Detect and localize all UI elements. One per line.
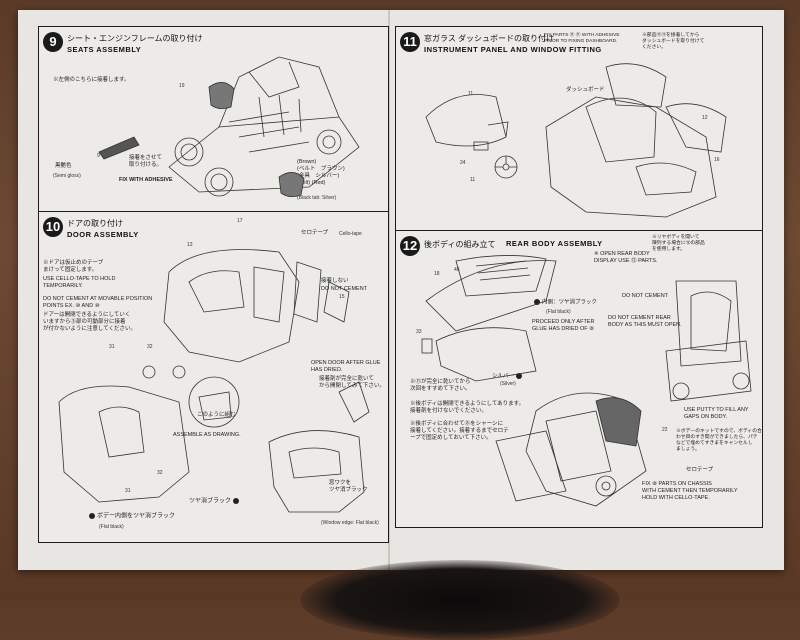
step-10-open-door-en: OPEN DOOR AFTER GLUE HAS DRIED.	[311, 360, 381, 373]
step-12-putty-en: USE PUTTY TO FILL ANY GAPS ON BODY.	[684, 407, 749, 420]
step-11-title-en: INSTRUMENT PANEL AND WINDOW FITTING	[424, 45, 602, 54]
part-number: 9	[97, 153, 100, 159]
color-callout-icon	[89, 513, 95, 519]
step-12-open-rear-en: ※ OPEN REAR BODY DISPLAY USE ⑫ PARTS.	[594, 251, 658, 264]
part-number: 13	[187, 242, 193, 248]
step-9-title-en: SEATS ASSEMBLY	[67, 45, 142, 54]
part-number: 15	[339, 294, 345, 300]
step-11-dashboard-jp: ダッシュボード	[566, 87, 605, 93]
part-number: 32	[147, 344, 153, 350]
step-10-left-jp: ※ドアは仮止めのテープ まけって固定します。	[43, 260, 104, 273]
step-10-open-door-jp: 接着剤が完全に乾いて から開閉してみて下さい。	[319, 376, 385, 389]
step-10-as-drawing-en: ASSEMBLE AS DRAWING.	[173, 432, 241, 438]
step-12-title-jp: 後ボディの組み立て	[424, 240, 496, 249]
part-number: 18	[434, 271, 440, 277]
step-9-panel: 9 シート・エンジンフレームの取り付け SEATS ASSEMBLY ※左側のこ…	[38, 26, 389, 213]
step-10-as-drawing-jp: このように組む	[197, 412, 236, 418]
dashboard-drawing	[425, 63, 727, 218]
part-number: 32	[157, 470, 163, 476]
step-9-note-top: ※左側のこちらに接着します。	[53, 77, 130, 83]
step-10-right-en: DO NOT CEMENT	[321, 286, 368, 292]
door-drawing	[58, 249, 370, 513]
step-12-putty-jp: ※ボデーのキットですので、ボディの合 わせ目のすき間ができましたら、パテ などで…	[676, 429, 762, 452]
step-11-fix-parts-jp: ※部品⑪⑪を接着してから ダッシュボードを取り付けて ください。	[642, 33, 705, 50]
part-number: 16	[714, 157, 720, 163]
rear-body-drawing	[421, 255, 752, 507]
step-10-cello-en: Cello-tape	[339, 231, 362, 237]
step-number-11: 11	[400, 32, 420, 52]
chassis-drawing	[98, 56, 360, 197]
step-10-title-en: DOOR ASSEMBLY	[67, 230, 139, 239]
step-10-left-en: USE CELLO-TAPE TO HOLD TEMPORARILY.	[43, 276, 116, 289]
part-number: 33	[416, 329, 422, 335]
color-callout-icon	[232, 498, 239, 504]
part-number: 46	[454, 267, 460, 273]
part-number: 11	[468, 91, 474, 97]
step-9-adhesive-jp: 接着をさせて 取り付ける。	[129, 155, 163, 168]
step-10-title-jp: ドアの取り付け	[67, 219, 123, 228]
part-number: 31	[109, 344, 115, 350]
step-9-black-en: (Semi gloss)	[53, 173, 81, 179]
step-12-left-jp1: ※⑪が完全に乾いてから 次回をすすめて下さい。	[410, 379, 471, 392]
step-10-left-jp2: ドアーは開閉できるようにしていく いますから③部の可動部分に接着 が付かないよう…	[43, 312, 137, 332]
step-12-cello-jp: セロテープ	[686, 467, 714, 473]
step-12-do-not-cement: DO NOT CEMENT	[622, 293, 669, 299]
step-10-window-frame-en: (Window edge: Flat black)	[321, 520, 379, 526]
step-number-10: 10	[43, 217, 63, 237]
step-12-title-en: REAR BODY ASSEMBLY	[506, 239, 603, 248]
step-10-body-inner: ボデー内側をツヤ消ブラック	[89, 513, 175, 521]
part-number: 22	[662, 427, 668, 433]
step-12-open-rear-jp: ※リヤボディを開いて 陳列する場合に⑫の部品 を使用します。	[652, 235, 705, 252]
part-number: 24	[460, 160, 466, 166]
color-callout-icon	[534, 299, 540, 305]
step-12-inner-black: 内側：ツヤ消ブラック	[534, 299, 597, 306]
step-9-black-jp: 黒艶色	[55, 163, 72, 169]
step-9-adhesive-en: FIX WITH ADHESIVE	[119, 177, 173, 183]
step-12-panel: 12 後ボディの組み立て REAR BODY ASSEMBLY ※ OPEN R…	[395, 230, 763, 528]
step-12-flat-black: (Flat black)	[546, 309, 571, 315]
step-10-right-jp: 接着しない	[321, 278, 349, 284]
part-number: 12	[702, 115, 708, 121]
step-12-do-not-cement-rear: DO NOT CEMENT REAR BODY AS THIS MUST OPE…	[608, 315, 682, 328]
step-12-left-jp2: ※後ボディは開閉できるようにしてあります。 接着剤を付けないでください。	[410, 401, 525, 414]
step-10-flat-black: (Flat black)	[99, 524, 124, 530]
part-number: 11	[470, 177, 476, 183]
step-10-gloss-black: ツヤ消ブラック	[189, 498, 241, 506]
step-10-panel: 10 ドアの取り付け DOOR ASSEMBLY セロテープ Cello-tap…	[38, 211, 389, 543]
step-12-fix-chassis-en: FIX ⑧ PARTS ON CHASSIS WITH CEMENT THEN …	[642, 481, 738, 501]
step-9-title-jp: シート・エンジンフレームの取り付け	[67, 34, 203, 43]
step-9-side-color: (Black tab: Silver)	[297, 195, 337, 201]
part-number: 17	[237, 218, 243, 224]
step-11-title-jp: 窓ガラス ダッシュボードの取り付け	[424, 34, 555, 43]
step-10-do-not-cement-left: DO NOT CEMENT AT MOVABLE POSITION POINTS…	[43, 296, 153, 309]
step-12-left-jp3: ※後ボディに合わせて⑧をシャーシに 接着してください。接着するまでセロテ ープで…	[410, 421, 509, 441]
dark-object-foreground	[300, 560, 620, 640]
step-number-12: 12	[400, 236, 420, 256]
step-11-fix-parts-en: FIX PARTS ⑪ ⑪ WITH ADHESIVE PRIOR TO FIX…	[544, 33, 620, 44]
booklet-spine	[388, 10, 390, 570]
step-10-cello-jp: セロテープ	[301, 230, 329, 236]
step-12-silver-en: (Silver)	[500, 381, 516, 387]
step-10-window-frame-jp: 窓ワクを ツヤ消ブラック	[329, 480, 368, 493]
part-number: 31	[125, 488, 131, 494]
step-12-proceed: PROCEED ONLY AFTER GLUE HAS DRIED OF ⑧	[532, 319, 595, 332]
part-number: 19	[179, 83, 185, 89]
color-callout-icon	[515, 373, 522, 379]
step-number-9: 9	[43, 32, 63, 52]
step-11-panel: 11 窓ガラス ダッシュボードの取り付け INSTRUMENT PANEL AN…	[395, 26, 763, 232]
